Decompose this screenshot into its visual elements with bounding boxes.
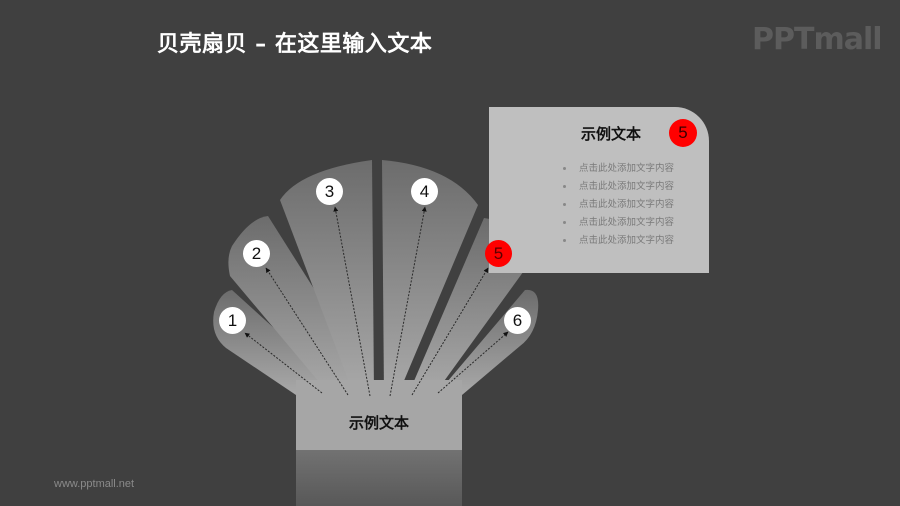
callout-item[interactable]: 点击此处添加文字内容 <box>563 232 674 250</box>
callout-item[interactable]: 点击此处添加文字内容 <box>563 214 674 232</box>
shell-segment-4 <box>382 160 478 395</box>
callout-item[interactable]: 点击此处添加文字内容 <box>563 196 674 214</box>
dotted-arrows <box>244 206 509 397</box>
bullet-icon <box>563 239 566 242</box>
callout-list: 点击此处添加文字内容 点击此处添加文字内容 点击此处添加文字内容 点击此处添加文… <box>563 160 674 250</box>
callout-title: 示例文本 <box>581 125 642 143</box>
segment-badge-3[interactable]: 3 <box>316 178 343 205</box>
bullet-icon <box>563 167 566 170</box>
arrow-to-1 <box>244 332 323 394</box>
pptmall-logo: PPTmall <box>752 22 883 57</box>
callout-item[interactable]: 点击此处添加文字内容 <box>563 178 674 196</box>
shell-base-reflection <box>296 450 462 506</box>
callout-card: 示例文本 5 点击此处添加文字内容 点击此处添加文字内容 点击此处添加文字内容 … <box>489 107 709 273</box>
footer-url[interactable]: www.pptmall.net <box>54 478 135 490</box>
arrow-to-5 <box>411 267 489 396</box>
segment-badge-1[interactable]: 1 <box>219 307 246 334</box>
bullet-icon <box>563 185 566 188</box>
slide-title: 贝壳扇贝 – 在这里输入文本 <box>157 32 433 57</box>
bullet-icon <box>563 221 566 224</box>
bullet-icon <box>563 203 566 206</box>
arrow-to-6 <box>437 331 509 394</box>
arrow-to-4 <box>389 206 427 397</box>
callout-badge: 5 <box>669 119 697 147</box>
segment-badge-6[interactable]: 6 <box>504 307 531 334</box>
shell-segment-3 <box>280 160 374 395</box>
segment-badge-2[interactable]: 2 <box>243 240 270 267</box>
segment-badge-4[interactable]: 4 <box>411 178 438 205</box>
arrow-to-2 <box>265 267 349 396</box>
shell-base <box>296 380 462 450</box>
center-label: 示例文本 <box>348 414 409 432</box>
callout-item[interactable]: 点击此处添加文字内容 <box>563 160 674 178</box>
segment-badge-5[interactable]: 5 <box>485 240 512 267</box>
arrow-to-3 <box>333 206 371 397</box>
